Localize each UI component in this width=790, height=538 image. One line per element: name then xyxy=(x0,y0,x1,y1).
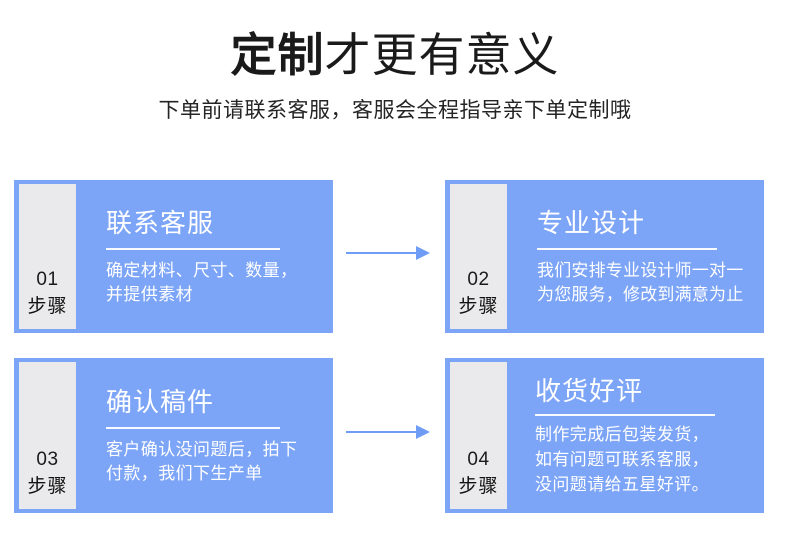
description-line: 我们安排专业设计师一对一 xyxy=(537,261,744,280)
step-title: 联系客服 xyxy=(106,208,215,238)
arrow-right-icon xyxy=(346,424,434,440)
step-description: 确定材料、尺寸、数量， 并提供素材 xyxy=(106,259,323,307)
step-title: 收货好评 xyxy=(535,376,644,406)
step-badge-02: 02 步骤 xyxy=(450,184,507,329)
step-number: 03 xyxy=(36,449,59,470)
description-line: 并提供素材 xyxy=(106,285,193,304)
step-description: 制作完成后包装发货， 如有问题可联系客服， 没问题请给五星好评。 xyxy=(535,422,754,497)
description-line: 为您服务，修改到满意为止 xyxy=(537,285,744,304)
description-line: 确定材料、尺寸、数量， xyxy=(106,261,298,280)
step-title: 确认稿件 xyxy=(106,387,215,417)
step-number: 02 xyxy=(467,269,490,290)
step-word: 步骤 xyxy=(27,296,68,317)
step-word: 步骤 xyxy=(458,476,499,497)
arrow-head xyxy=(416,425,430,439)
description-line: 如有问题可联系客服， xyxy=(535,450,709,469)
arrow-shaft xyxy=(346,431,418,433)
step-description: 客户确认没问题后，拍下 付款，我们下生产单 xyxy=(106,438,323,486)
arrow-head xyxy=(416,246,430,260)
step-description: 我们安排专业设计师一对一 为您服务，修改到满意为止 xyxy=(537,259,754,307)
step-content-04: 收货好评 制作完成后包装发货， 如有问题可联系客服， 没问题请给五星好评。 xyxy=(507,362,764,509)
arrow-shaft xyxy=(346,252,418,254)
step-content-03: 确认稿件 客户确认没问题后，拍下 付款，我们下生产单 xyxy=(76,362,333,509)
title-divider xyxy=(535,414,715,416)
step-number: 04 xyxy=(467,449,490,470)
page-subtitle: 下单前请联系客服，客服会全程指导亲下单定制哦 xyxy=(158,99,632,122)
step-card-03: 03 步骤 确认稿件 客户确认没问题后，拍下 付款，我们下生产单 xyxy=(14,358,333,513)
page-title: 定制才更有意义 xyxy=(0,0,790,83)
title-divider xyxy=(537,248,717,250)
step-badge-03: 03 步骤 xyxy=(19,362,76,509)
step-content-01: 联系客服 确定材料、尺寸、数量， 并提供素材 xyxy=(76,184,333,329)
arrow-right-icon xyxy=(346,245,434,261)
title-divider xyxy=(106,427,280,429)
step-content-02: 专业设计 我们安排专业设计师一对一 为您服务，修改到满意为止 xyxy=(507,184,764,329)
description-line: 客户确认没问题后，拍下 xyxy=(106,440,298,459)
page-title-rest: 才更有意义 xyxy=(324,29,560,81)
step-badge-01: 01 步骤 xyxy=(19,184,76,329)
description-line: 制作完成后包装发货， xyxy=(535,425,709,444)
step-word: 步骤 xyxy=(27,476,68,497)
title-divider xyxy=(106,248,280,250)
step-word: 步骤 xyxy=(458,296,499,317)
page-title-emphasis: 定制 xyxy=(230,29,325,81)
description-line: 没问题请给五星好评。 xyxy=(535,475,709,494)
step-title: 专业设计 xyxy=(537,208,646,238)
step-card-02: 02 步骤 专业设计 我们安排专业设计师一对一 为您服务，修改到满意为止 xyxy=(445,180,764,333)
page-header: 定制才更有意义 下单前请联系客服，客服会全程指导亲下单定制哦 xyxy=(0,0,790,126)
step-card-01: 01 步骤 联系客服 确定材料、尺寸、数量， 并提供素材 xyxy=(14,180,333,333)
description-line: 付款，我们下生产单 xyxy=(106,464,263,483)
step-number: 01 xyxy=(36,269,59,290)
step-badge-04: 04 步骤 xyxy=(450,362,507,509)
step-card-04: 04 步骤 收货好评 制作完成后包装发货， 如有问题可联系客服， 没问题请给五星… xyxy=(445,358,764,513)
